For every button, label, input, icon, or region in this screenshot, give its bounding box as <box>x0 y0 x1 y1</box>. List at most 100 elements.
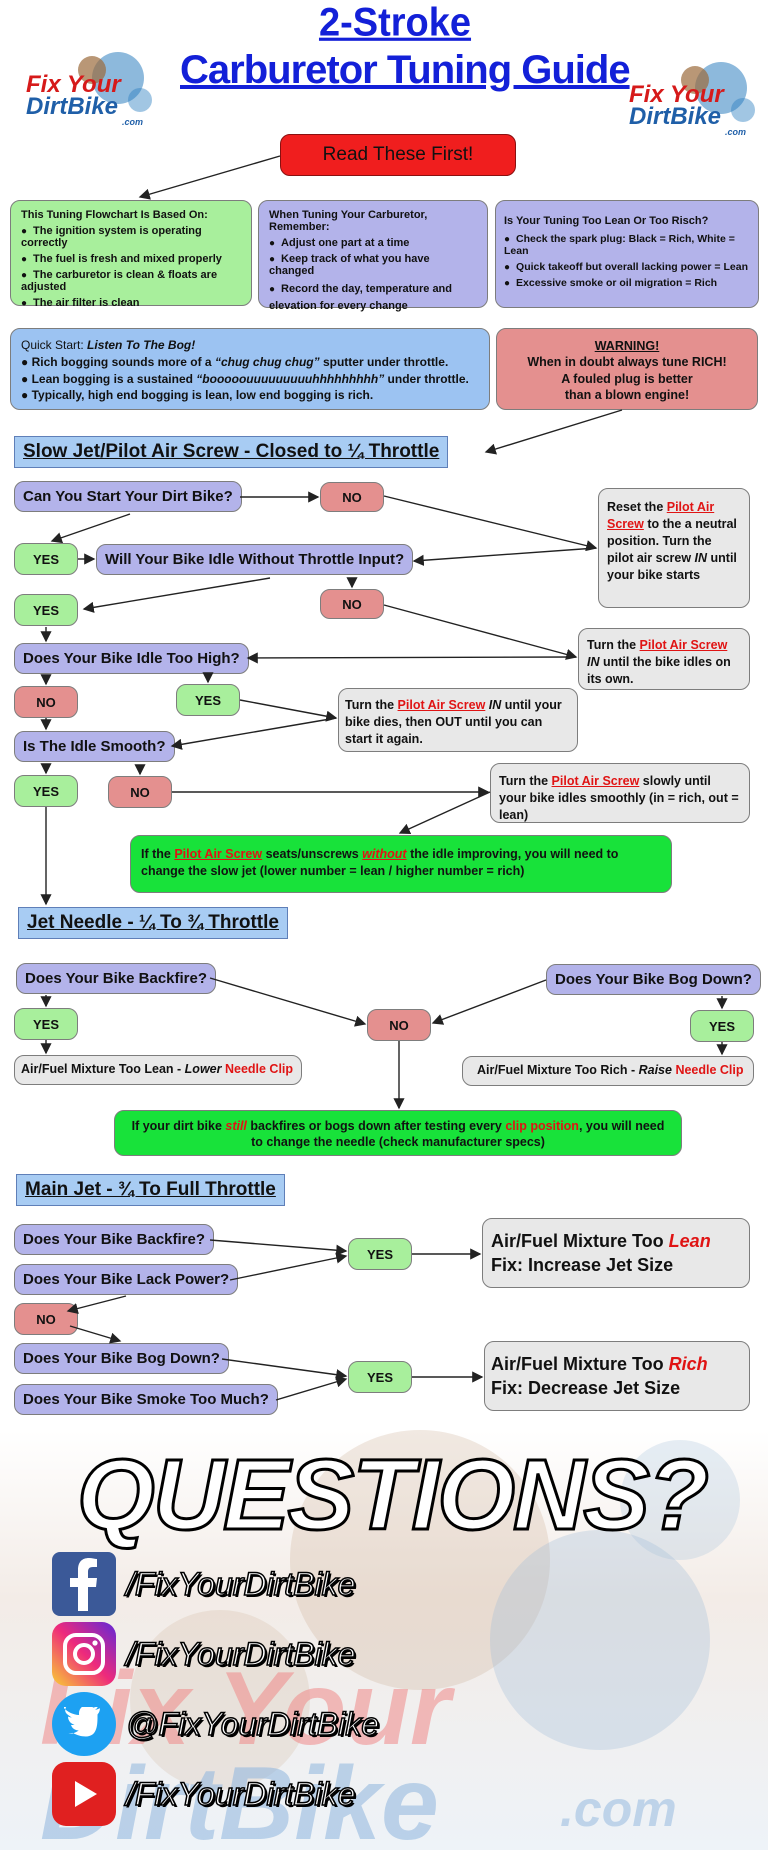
main-lean-result: Air/Fuel Mixture Too Lean Fix: Increase … <box>482 1218 750 1288</box>
jet-needle-note: If your dirt bike still backfires or bog… <box>114 1110 682 1156</box>
social-twitter[interactable]: @FixYourDirtBike <box>52 1692 380 1756</box>
remember-item: Record the day, temperature and elevatio… <box>269 281 477 314</box>
splatter-icon <box>78 52 152 112</box>
main-rich-line: Air/Fuel Mixture Too Rich <box>491 1354 708 1374</box>
arrow <box>246 652 577 664</box>
warning-line: than a blown engine! <box>564 387 690 402</box>
based-on-title: This Tuning Flowchart Is Based On: <box>21 209 208 221</box>
social-instagram[interactable]: /FixYourDirtBike <box>52 1622 356 1686</box>
turn-dies-box: Turn the Pilot Air Screw IN until your b… <box>338 688 578 752</box>
warning-title: WARNING! <box>594 339 660 353</box>
based-on-box: This Tuning Flowchart Is Based On: The i… <box>10 200 252 309</box>
arrow <box>170 717 337 750</box>
splatter-icon <box>681 62 755 122</box>
social-youtube[interactable]: /FixYourDirtBike <box>52 1762 356 1826</box>
lean-rich-item: Check the spark plug: Black = Rich, Whit… <box>504 233 750 257</box>
logo-left-line1: Fix Your <box>26 71 121 98</box>
yes-tag: YES <box>14 594 78 626</box>
q-idle-too-high: Does Your Bike Idle Too High? <box>14 643 249 674</box>
social-handle: /FixYourDirtBike <box>125 1565 356 1603</box>
arrow <box>383 495 598 552</box>
q-idle-smooth: Is The Idle Smooth? <box>14 731 175 762</box>
logo-left-line2: DirtBike <box>26 93 119 120</box>
lean-rich-item: Quick takeoff but overall lacking power … <box>504 261 750 273</box>
footer-background <box>0 1430 768 1850</box>
instagram-icon <box>52 1622 116 1686</box>
arrow <box>138 155 281 200</box>
based-on-item: The fuel is fresh and mixed properly <box>21 253 241 265</box>
slow-jet-note: If the Pilot Air Screw seats/unscrews wi… <box>130 835 672 893</box>
logo-left-suffix: .com <box>122 117 144 127</box>
arrow <box>412 547 597 566</box>
yes-tag: YES <box>348 1238 412 1270</box>
yes-tag: YES <box>176 684 240 716</box>
logo-right: Fix Your DirtBike .com <box>625 58 765 136</box>
no-tag: NO <box>320 589 384 619</box>
lean-rich-title: Is Your Tuning Too Lean Or Too Risch? <box>504 215 709 227</box>
quick-start-line: ● Lean bogging is a sustained “booooouuu… <box>21 371 469 386</box>
slow-jet-heading: Slow Jet/Pilot Air Screw - Closed to ¼ T… <box>14 436 449 468</box>
q-main-smoke: Does Your Bike Smoke Too Much? <box>14 1384 278 1415</box>
arrow <box>209 1239 348 1256</box>
lean-rich-box: Is Your Tuning Too Lean Or Too Risch? Ch… <box>495 200 759 308</box>
main-rich-result: Air/Fuel Mixture Too Rich Fix: Decrease … <box>484 1341 750 1411</box>
main-lean-fix: Fix: Increase Jet Size <box>491 1255 674 1276</box>
yes-tag: YES <box>348 1361 412 1393</box>
q-will-idle: Will Your Bike Idle Without Throttle Inp… <box>96 544 414 575</box>
arrow <box>69 1325 122 1344</box>
yes-tag: YES <box>14 543 78 575</box>
arrow <box>431 979 547 1025</box>
arrow <box>82 577 271 613</box>
yes-tag: YES <box>14 775 78 807</box>
q-main-bog: Does Your Bike Bog Down? <box>14 1343 229 1374</box>
social-handle: @FixYourDirtBike <box>125 1705 379 1743</box>
warning-box: WARNING! When in doubt always tune RICH!… <box>496 328 758 410</box>
based-on-item: The carburetor is clean & floats are adj… <box>21 269 241 293</box>
reset-screw-box: Reset the Pilot Air Screw to the a neutr… <box>598 488 750 608</box>
arrow <box>229 1252 348 1281</box>
needle-rich-result: Air/Fuel Mixture Too Rich - Raise Needle… <box>462 1056 754 1086</box>
social-handle: /FixYourDirtBike <box>125 1775 356 1813</box>
arrow <box>398 791 491 835</box>
q-main-power: Does Your Bike Lack Power? <box>14 1264 239 1295</box>
arrow <box>484 409 623 455</box>
warning-line: When in doubt always tune RICH! <box>527 355 727 370</box>
questions-heading: QUESTIONS? <box>75 1439 710 1552</box>
no-tag: NO <box>14 1303 78 1335</box>
social-facebook[interactable]: /FixYourDirtBike <box>52 1552 356 1616</box>
logo-left: Fix Your DirtBike .com <box>22 48 162 126</box>
youtube-icon <box>52 1762 116 1826</box>
based-on-item: The air filter is clean <box>21 297 241 309</box>
q-can-start: Can You Start Your Dirt Bike? <box>14 481 242 512</box>
lean-rich-item: Excessive smoke or oil migration = Rich <box>504 277 750 289</box>
title-line-1: 2-Stroke <box>318 0 472 46</box>
arrow <box>221 1358 348 1381</box>
arrow <box>209 977 367 1027</box>
social-handle: /FixYourDirtBike <box>125 1635 356 1673</box>
yes-tag: YES <box>14 1008 78 1040</box>
logo-right-line1: Fix Your <box>629 81 724 108</box>
remember-item: Adjust one part at a time <box>269 237 477 249</box>
warning-line: A fouled plug is better <box>561 371 693 386</box>
q-needle-backfire: Does Your Bike Backfire? <box>16 963 217 994</box>
remember-title: When Tuning Your Carburetor, Remember: <box>269 209 428 233</box>
no-tag: NO <box>367 1009 431 1041</box>
logo-right-suffix: .com <box>725 127 747 137</box>
main-lean-line: Air/Fuel Mixture Too Lean <box>491 1231 711 1251</box>
main-rich-fix: Fix: Decrease Jet Size <box>491 1378 681 1399</box>
arrow <box>239 699 338 722</box>
quick-start-line: ● Typically, high end bogging is lean, l… <box>21 388 374 403</box>
quick-start-box: Quick Start: Listen To The Bog! ● Rich b… <box>10 328 490 410</box>
read-first-box: Read These First! <box>280 134 516 176</box>
no-tag: NO <box>14 686 78 718</box>
remember-box: When Tuning Your Carburetor, Remember: A… <box>258 200 488 312</box>
no-tag: NO <box>320 482 384 512</box>
turn-in-box: Turn the Pilot Air Screw IN until the bi… <box>578 628 750 690</box>
remember-item: Keep track of what you have changed <box>269 253 477 277</box>
arrow <box>383 604 578 660</box>
q-needle-bog: Does Your Bike Bog Down? <box>546 964 761 995</box>
turn-slow-box: Turn the Pilot Air Screw slowly until yo… <box>490 763 750 823</box>
based-on-item: The ignition system is operating correct… <box>21 225 241 249</box>
arrow <box>50 513 131 544</box>
jet-needle-heading: Jet Needle - ¼ To ¾ Throttle <box>18 907 288 939</box>
